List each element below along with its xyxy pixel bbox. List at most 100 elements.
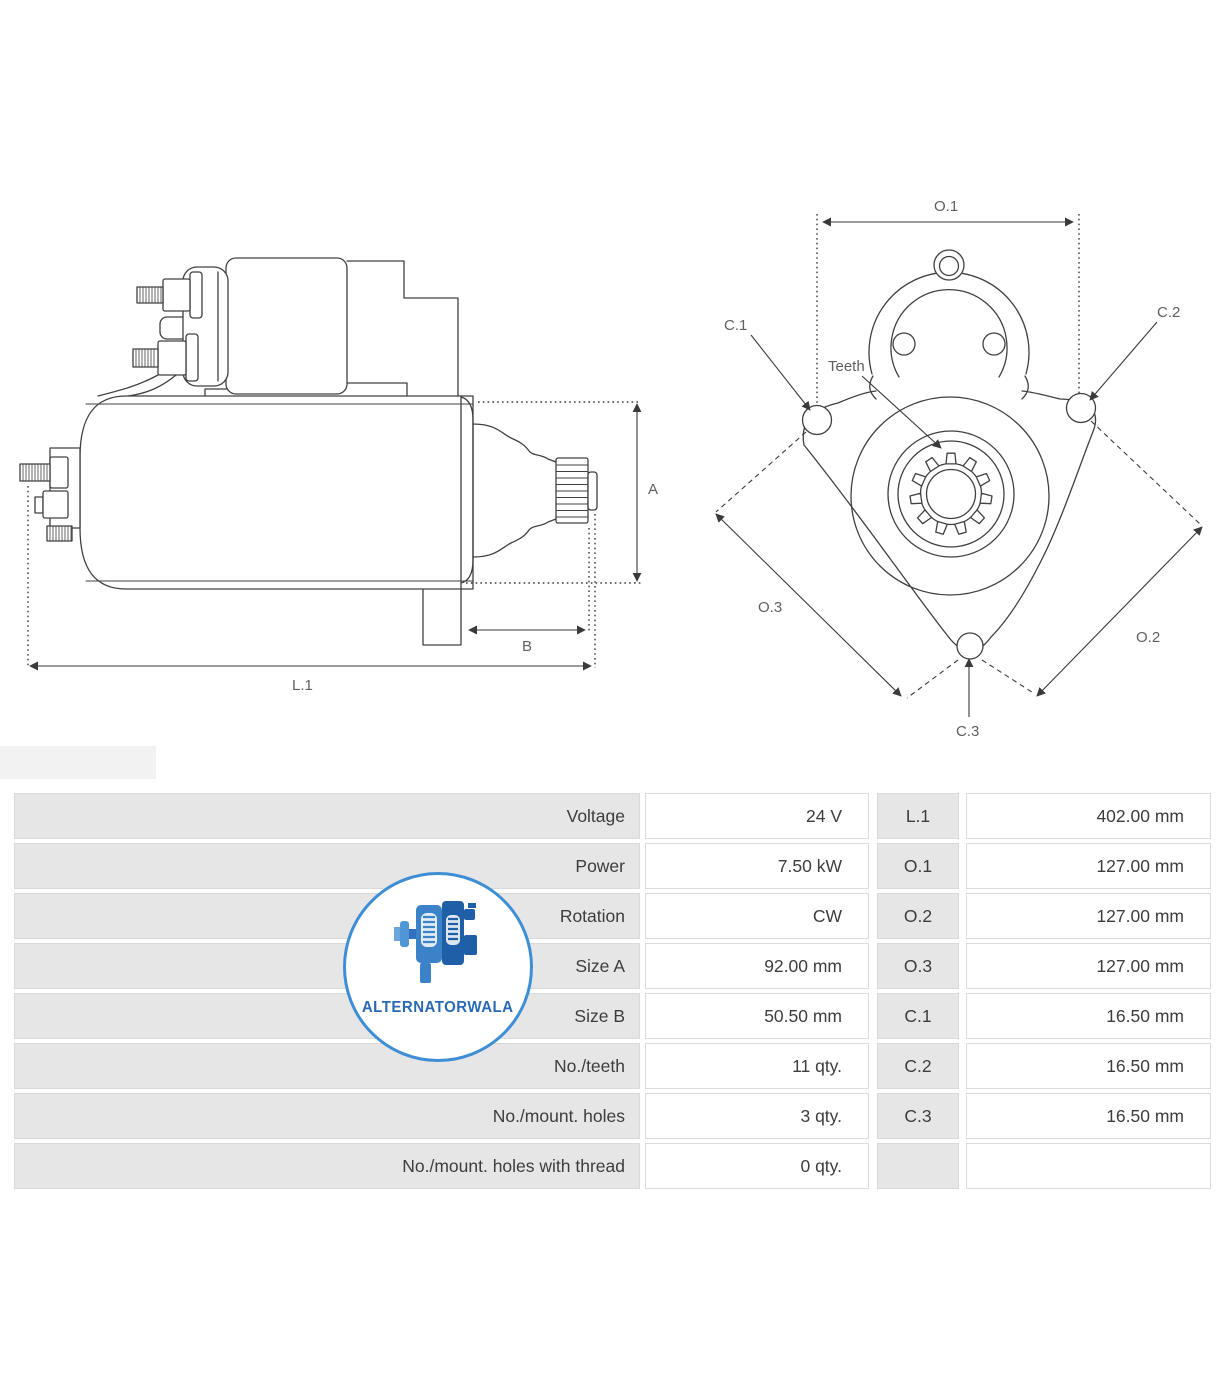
pinion-gear <box>555 457 589 524</box>
spec-value: 7.50 kW <box>645 843 869 889</box>
spec-label: No./mount. holes with thread <box>14 1143 640 1189</box>
spec-label: No./teeth <box>14 1043 640 1089</box>
page-artifact <box>0 746 156 779</box>
dimension-o2-line <box>1036 526 1203 697</box>
dim-label: C.2 <box>877 1043 959 1089</box>
hole-c1-label: C.1 <box>724 317 747 334</box>
spec-label: Rotation <box>14 893 640 939</box>
dim-label: C.1 <box>877 993 959 1039</box>
spec-value: CW <box>645 893 869 939</box>
dimension-o3-label: O.3 <box>758 599 782 616</box>
top-arc-inner <box>890 289 1008 378</box>
table-row: Voltage 24 V L.1 402.00 mm <box>14 793 1211 839</box>
brand-name: ALTERNATORWALA <box>362 999 514 1016</box>
motor-body-lines <box>85 403 474 582</box>
mounting-flange-outline <box>802 390 1097 652</box>
o2-extension-dashed <box>981 420 1201 695</box>
spec-table: Voltage 24 V L.1 402.00 mm Power 7.50 kW… <box>14 793 1211 1193</box>
dim-value: 127.00 mm <box>966 943 1211 989</box>
hole-c3-label: C.3 <box>956 723 979 740</box>
dim-value: 16.50 mm <box>966 1043 1211 1089</box>
front-view-dimensions <box>715 214 1203 717</box>
terminal-brace <box>97 374 177 397</box>
dim-label: O.2 <box>877 893 959 939</box>
hole-c3 <box>956 632 984 660</box>
teeth-leader-line <box>861 375 942 449</box>
rear-stud-nut <box>49 456 69 489</box>
dimension-o2-label: O.2 <box>1136 629 1160 646</box>
dim-value: 16.50 mm <box>966 993 1211 1039</box>
solenoid-body <box>225 257 348 395</box>
top-boss-hole <box>938 255 960 277</box>
dim-label: O.3 <box>877 943 959 989</box>
dim-value <box>966 1143 1211 1189</box>
rear-lower-stud-hatch <box>49 525 72 542</box>
pinion-teeth-lines <box>555 464 589 518</box>
top-arc-outer <box>868 271 1030 375</box>
arc-right-hole <box>982 332 1006 356</box>
c2-leader-line <box>1089 321 1158 401</box>
spec-label: Size A <box>14 943 640 989</box>
o3-extension-dashed <box>715 431 959 699</box>
dim-label <box>877 1143 959 1189</box>
alternator-icon <box>394 901 477 983</box>
dimension-a-label: A <box>648 481 658 498</box>
extension-dotted-lines <box>27 401 641 668</box>
dim-label: C.3 <box>877 1093 959 1139</box>
dim-label: O.1 <box>877 843 959 889</box>
gear-bore-circle <box>925 468 977 520</box>
spec-value: 50.50 mm <box>645 993 869 1039</box>
table-row: Size B 50.50 mm C.1 16.50 mm <box>14 993 1211 1039</box>
dim-value: 16.50 mm <box>966 1093 1211 1139</box>
drive-flange <box>422 396 474 646</box>
side-view-dimensions <box>27 401 642 671</box>
dimension-b-label: B <box>522 638 532 655</box>
upper-terminal-hatch <box>139 286 162 304</box>
technical-drawing: A B L.1 <box>19 198 1203 740</box>
arc-left-hole <box>892 332 916 356</box>
front-view-drawing <box>801 249 1097 660</box>
nose-cone <box>472 423 557 558</box>
spec-label: Voltage <box>14 793 640 839</box>
housing-ring-outer <box>887 430 1015 558</box>
hole-c2 <box>1065 392 1097 424</box>
table-row: No./mount. holes with thread 0 qty. <box>14 1143 1211 1189</box>
dimension-l1-label: L.1 <box>292 677 313 694</box>
lower-terminal-washer <box>185 333 199 382</box>
spec-label: Power <box>14 843 640 889</box>
table-row: Size A 92.00 mm O.3 127.00 mm <box>14 943 1211 989</box>
pinion-shaft-cap <box>587 471 598 511</box>
upper-terminal-washer <box>189 271 203 319</box>
motor-body <box>79 395 474 590</box>
spec-value: 92.00 mm <box>645 943 869 989</box>
dim-label: L.1 <box>877 793 959 839</box>
hole-c2-label: C.2 <box>1157 304 1180 321</box>
table-row: Power 7.50 kW O.1 127.00 mm <box>14 843 1211 889</box>
arc-leg-curves <box>869 375 1029 400</box>
lower-terminal-hatch <box>135 348 155 368</box>
spec-value: 3 qty. <box>645 1093 869 1139</box>
dim-value: 127.00 mm <box>966 843 1211 889</box>
spec-label: Size B <box>14 993 640 1039</box>
casting-outline-circle <box>850 396 1050 596</box>
rear-bolt-nut <box>42 490 69 519</box>
table-row: No./mount. holes 3 qty. C.3 16.50 mm <box>14 1093 1211 1139</box>
spec-value: 11 qty. <box>645 1043 869 1089</box>
brand-watermark: ALTERNATORWALA <box>343 872 533 1062</box>
housing-ring-inner <box>897 440 1005 548</box>
teeth-label: Teeth <box>828 358 865 375</box>
gear-teeth-path <box>909 452 993 535</box>
spec-value: 24 V <box>645 793 869 839</box>
spec-label: No./mount. holes <box>14 1093 640 1139</box>
spec-value: 0 qty. <box>645 1143 869 1189</box>
hole-c1 <box>801 404 833 436</box>
side-view-drawing <box>19 257 598 646</box>
dim-value: 402.00 mm <box>966 793 1211 839</box>
table-row: Rotation CW O.2 127.00 mm <box>14 893 1211 939</box>
o1-extension-dotted <box>816 214 1080 406</box>
lower-terminal-nut <box>157 340 187 376</box>
rear-bolt-head <box>34 496 44 514</box>
rear-stud-hatch <box>22 463 48 482</box>
table-row: No./teeth 11 qty. C.2 16.50 mm <box>14 1043 1211 1089</box>
